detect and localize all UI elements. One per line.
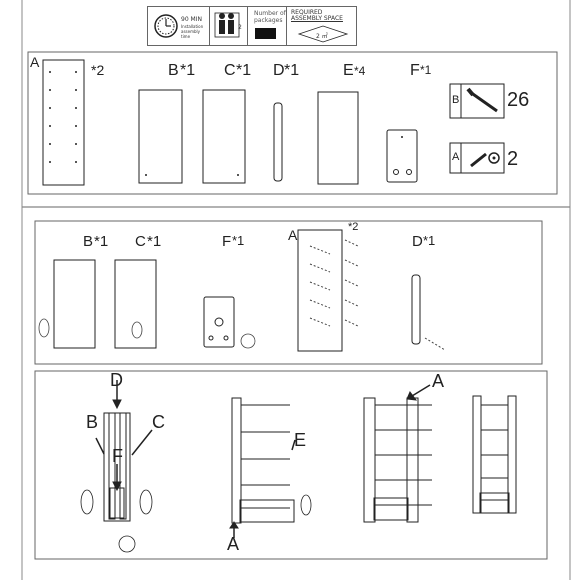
step1-a-label: A: [288, 227, 298, 243]
step1-part-f: [203, 296, 256, 349]
header-divider-3: [286, 6, 287, 46]
header-divider-2: [247, 6, 248, 46]
hardware-b-id: B: [452, 94, 460, 106]
clock-icon: [154, 14, 178, 38]
part-f-label: F: [410, 62, 420, 79]
part-a-label: A: [30, 54, 40, 70]
step2-callout-b: B: [86, 412, 99, 432]
space-title-2: ASSEMBLY SPACE: [291, 15, 343, 22]
part-e-panel: [317, 91, 359, 185]
step1-c-label: C: [135, 233, 146, 250]
parts-panel: [27, 51, 558, 195]
step1-part-d: [411, 274, 446, 351]
part-e-qty: *4: [354, 64, 366, 78]
part-f-plate: [386, 129, 418, 183]
step1-panel: [34, 220, 543, 365]
time-text: 90 MIN: [181, 16, 202, 23]
header-divider-1: [209, 6, 210, 46]
part-c-qty: *1: [236, 62, 252, 79]
part-c-panel: [202, 89, 246, 184]
part-e-label: E: [343, 62, 354, 79]
step2-callout-d: D: [110, 370, 123, 390]
packages-label-1: Number of: [254, 10, 286, 17]
packages-label-2: packages: [254, 17, 283, 24]
step2-subassembly-1: [80, 380, 153, 553]
step2-callout-a-2: A: [432, 371, 445, 391]
hardware-a-id: A: [452, 151, 460, 163]
step1-b-qty: *1: [94, 233, 109, 250]
hardware-b-box: [449, 83, 505, 119]
assembly-space-icon: [297, 25, 349, 43]
step1-f-label: F: [222, 233, 232, 250]
step2-callout-f: F: [112, 446, 123, 466]
time-subtext: Installation assembly time: [181, 24, 204, 39]
step1-a-qty: *2: [348, 221, 359, 233]
part-a-qty: *2: [91, 62, 105, 78]
step1-d-qty: *1: [423, 233, 436, 248]
part-c-label: C: [224, 62, 236, 79]
hardware-a-count: 2: [507, 148, 519, 170]
part-b-qty: *1: [180, 62, 196, 79]
step1-part-a: [297, 229, 359, 352]
hardware-a-box: [449, 142, 505, 174]
space-value: 2 ㎡: [316, 33, 328, 40]
step1-b-label: B: [83, 233, 94, 250]
step1-c-qty: *1: [147, 233, 162, 250]
package-icon: [255, 28, 276, 39]
step1-f-qty: *1: [232, 233, 245, 248]
step2-subassembly-3: [363, 384, 432, 523]
step2-panel: [34, 370, 548, 560]
space-title-1: REQUIRED: [291, 9, 323, 16]
screw-icon: [466, 87, 498, 113]
persons-count: 2: [238, 24, 242, 31]
part-f-qty: *1: [420, 63, 432, 77]
step2-subassembly-2: [229, 397, 312, 538]
step1-part-c: [114, 259, 157, 349]
part-a-panel: [42, 59, 85, 186]
persons-icon: [214, 12, 240, 38]
cam-lock-icon: [470, 152, 500, 168]
header-box: [147, 6, 357, 46]
part-d-qty: *1: [284, 62, 300, 79]
step1-d-label: D: [412, 233, 423, 250]
part-d-label: D: [273, 62, 285, 79]
step2-completed-unit: [472, 395, 517, 514]
step2-callout-e: E: [294, 430, 307, 450]
hardware-b-count: 26: [507, 89, 530, 111]
part-b-label: B: [168, 62, 179, 79]
part-d-rod: [273, 102, 283, 182]
part-b-panel: [138, 89, 183, 184]
step2-callout-a-1: A: [227, 534, 240, 554]
step1-part-b: [38, 259, 96, 349]
step2-callout-c: C: [152, 412, 165, 432]
